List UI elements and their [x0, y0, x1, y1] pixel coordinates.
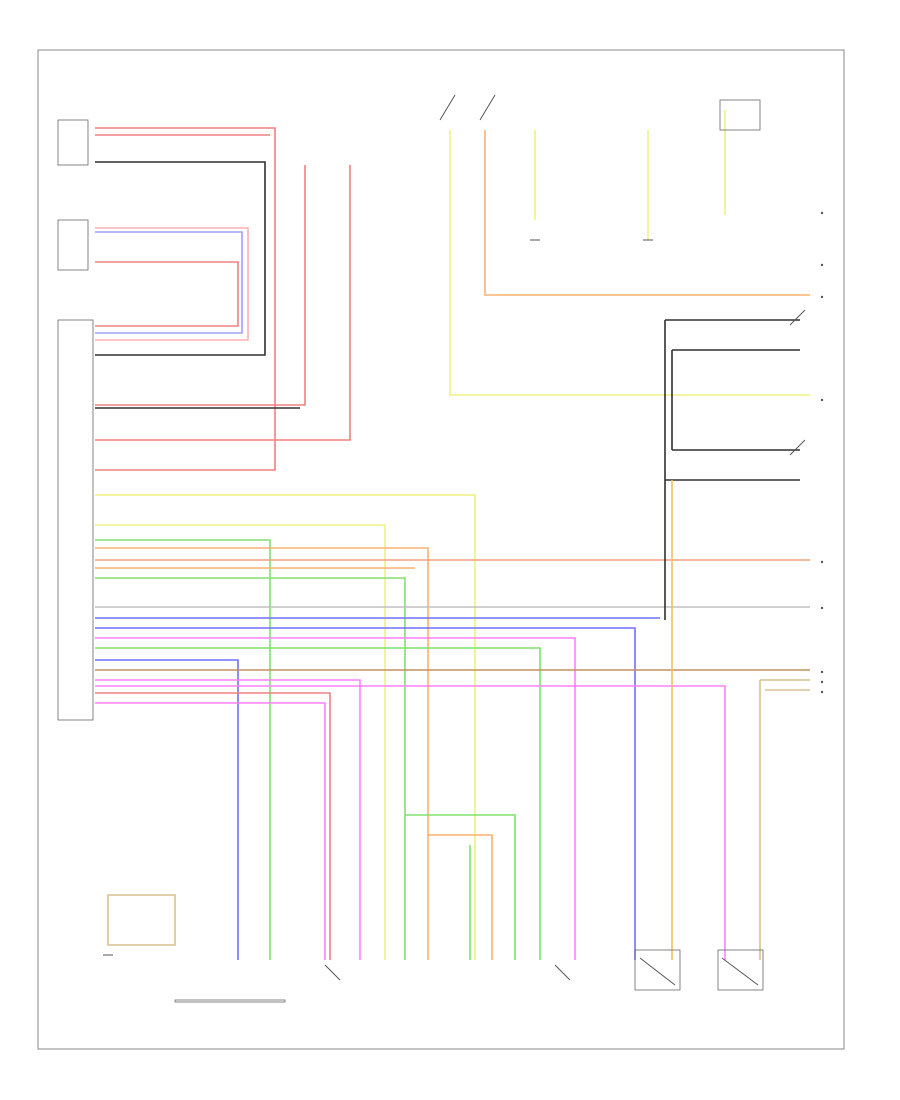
terminal-dot	[820, 606, 824, 610]
terminal-dot	[820, 690, 824, 694]
wire-red	[95, 165, 351, 441]
wire-yellow	[95, 524, 386, 960]
motor-symbol	[639, 957, 759, 986]
wire-orange	[484, 130, 810, 296]
wire-tan	[759, 679, 810, 960]
terminal-dot	[820, 398, 824, 402]
motor-box	[634, 949, 681, 991]
wire-red	[95, 127, 276, 471]
wire-group	[95, 110, 810, 960]
module-box	[57, 319, 94, 721]
wire-green	[95, 539, 271, 960]
wire-red	[95, 165, 306, 406]
wire-pink	[95, 702, 326, 960]
wire-pink	[95, 637, 576, 960]
wire-red	[95, 261, 239, 327]
wire-tan	[107, 894, 176, 946]
wire-blue	[95, 659, 239, 960]
switch-symbol	[789, 439, 806, 456]
bottom-switch-box	[174, 999, 286, 1003]
terminal-dot	[820, 680, 824, 684]
terminal-dot	[820, 295, 824, 299]
relay-box	[719, 99, 761, 131]
wire-blue	[95, 627, 636, 960]
wire-yellow	[449, 130, 810, 396]
switch-symbol	[789, 309, 806, 326]
diagram-frame	[37, 49, 845, 1050]
wire-black	[95, 161, 266, 356]
terminal-dot	[820, 211, 824, 215]
terminal-dot	[820, 560, 824, 564]
wire-yellow	[95, 494, 476, 960]
wire-pink	[95, 679, 361, 960]
terminal-dot	[820, 263, 824, 267]
wire-orange	[428, 834, 493, 960]
connector-box	[57, 219, 89, 271]
wire-red	[95, 692, 331, 960]
wire-orange	[95, 547, 429, 960]
wire-pink	[95, 685, 726, 960]
switch-symbol	[439, 94, 496, 121]
connector-box	[57, 119, 89, 166]
wire-green	[405, 814, 516, 960]
motor-box	[717, 949, 764, 991]
switch-symbol	[324, 964, 571, 981]
wire-green	[95, 647, 541, 960]
wire-pink-light	[95, 227, 249, 341]
terminal-dot	[820, 670, 824, 674]
wire-green	[95, 577, 406, 960]
wire-blue-light	[95, 231, 243, 334]
